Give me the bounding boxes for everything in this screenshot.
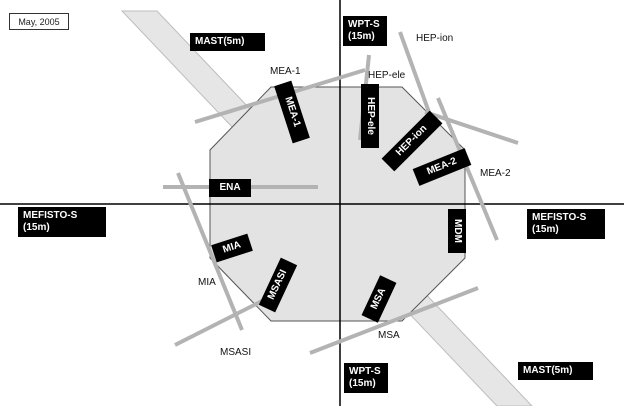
mefisto-right-label: MEFISTO-S (15m): [527, 209, 605, 239]
mast-top-label: MAST(5m): [190, 33, 265, 51]
boom-label-msa: MSA: [378, 330, 400, 341]
boom-label-mea1: MEA-1: [270, 66, 301, 77]
mast-bottom-label: MAST(5m): [518, 362, 593, 380]
instrument-ena: ENA: [209, 179, 251, 197]
boom-msasi: [174, 296, 269, 347]
instrument-mdm: MDM: [448, 209, 466, 253]
wpt-bottom-label: WPT-S (15m): [344, 363, 388, 393]
boom-label-hep-ele: HEP-ele: [368, 70, 406, 81]
boom-mia: [176, 172, 244, 331]
mefisto-left-label: MEFISTO-S (15m): [18, 207, 106, 237]
boom-mea2-b: [424, 110, 519, 145]
boom-msa: [309, 286, 479, 355]
boom-label-msasi: MSASI: [220, 347, 252, 358]
instrument-hep-ele: HEP-ele: [361, 84, 379, 148]
boom-hep-ion: [398, 31, 432, 116]
wpt-top-label: WPT-S (15m): [343, 16, 387, 46]
boom-label-hep-ion: HEP-ion: [416, 33, 454, 44]
boom-label-mea2: MEA-2: [480, 168, 511, 179]
date-label: May, 2005: [9, 13, 69, 30]
boom-label-mia: MIA: [198, 277, 216, 288]
